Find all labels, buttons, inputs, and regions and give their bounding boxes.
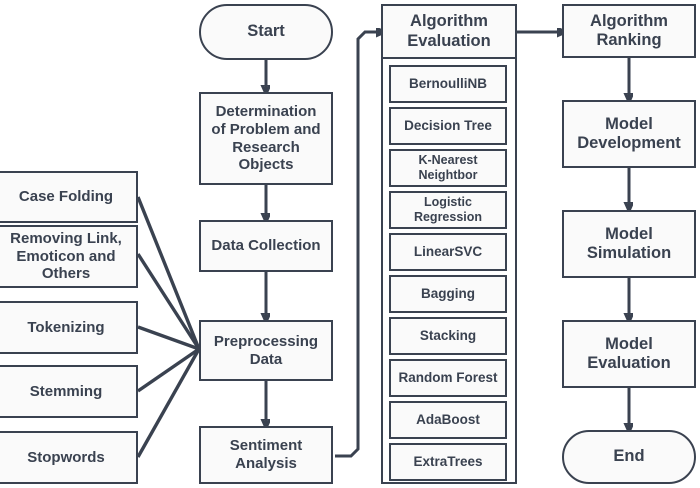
node-start[interactable]: Start	[199, 4, 333, 60]
connector-case-folding-to-preprocessing	[136, 196, 201, 350]
node-stopwords[interactable]: Stopwords	[0, 431, 138, 484]
node-algorithm-stacking[interactable]: Stacking	[389, 317, 507, 355]
connector-sentiment-to-algorithm-evaluation	[335, 32, 381, 458]
connector-stemming-to-preprocessing	[137, 347, 200, 393]
node-end[interactable]: End	[562, 430, 696, 484]
node-data-collection[interactable]: Data Collection	[199, 220, 333, 272]
node-tokenizing[interactable]: Tokenizing	[0, 301, 138, 354]
node-algorithm-linearsvc[interactable]: LinearSVC	[389, 233, 507, 271]
node-algorithm-k-nearest-neighbor[interactable]: K-Nearest Neightbor	[389, 149, 507, 187]
connector-tokenizing-to-preprocessing	[137, 325, 200, 351]
node-model-simulation[interactable]: Model Simulation	[562, 210, 696, 278]
node-algorithm-random-forest[interactable]: Random Forest	[389, 359, 507, 397]
node-algorithm-evaluation[interactable]: Algorithm Evaluation	[381, 4, 517, 59]
connector-removing-link-to-preprocessing	[136, 253, 201, 350]
node-determination-of-problem[interactable]: Determination of Problem and Research Ob…	[199, 92, 333, 185]
node-sentiment-analysis[interactable]: Sentiment Analysis	[199, 426, 333, 484]
node-preprocessing-data[interactable]: Preprocessing Data	[199, 320, 333, 381]
node-algorithm-decision-tree[interactable]: Decision Tree	[389, 107, 507, 145]
node-algorithm-adaboost[interactable]: AdaBoost	[389, 401, 507, 439]
node-algorithm-ranking[interactable]: Algorithm Ranking	[562, 4, 696, 58]
node-model-evaluation[interactable]: Model Evaluation	[562, 320, 696, 388]
node-algorithm-bernoullinb[interactable]: BernoulliNB	[389, 65, 507, 103]
connector-stopwords-to-preprocessing	[136, 348, 201, 458]
node-case-folding[interactable]: Case Folding	[0, 171, 138, 223]
node-model-development[interactable]: Model Development	[562, 100, 696, 168]
node-algorithm-logistic-regression[interactable]: Logistic Regression	[389, 191, 507, 229]
node-removing-link[interactable]: Removing Link, Emoticon and Others	[0, 225, 138, 288]
node-algorithm-extratrees[interactable]: ExtraTrees	[389, 443, 507, 481]
node-algorithm-bagging[interactable]: Bagging	[389, 275, 507, 313]
node-stemming[interactable]: Stemming	[0, 365, 138, 418]
